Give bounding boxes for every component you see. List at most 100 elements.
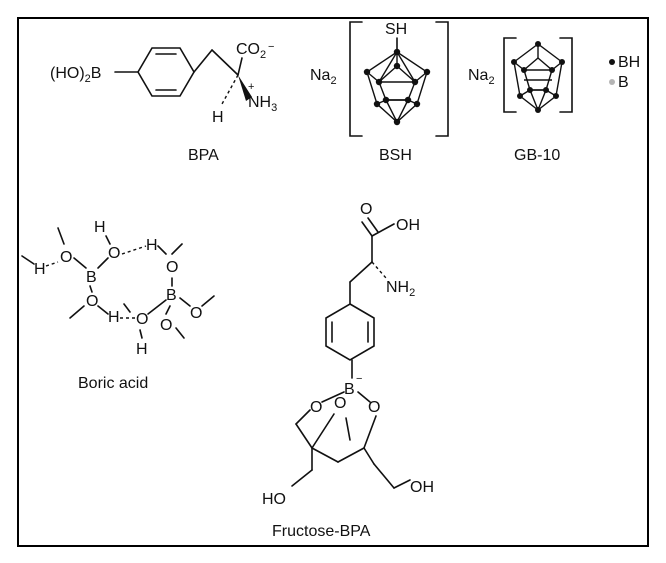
legend-b-dot <box>609 79 615 85</box>
fbpa-bond <box>321 391 345 403</box>
boric-o6: O <box>190 305 202 322</box>
bpa-co2-bond <box>237 57 243 76</box>
fbpa-bond <box>363 447 375 465</box>
boric-acid-structure: O H B O H H O O H O H B O O <box>21 219 215 358</box>
legend-bh-label: BH <box>618 54 640 71</box>
boric-bond <box>123 303 131 313</box>
boric-hbond <box>45 261 59 267</box>
boric-bond <box>201 295 215 307</box>
boric-o3: O <box>166 259 178 276</box>
bpa-ho2b-label: (HO)2B <box>50 65 101 85</box>
gb10-cage <box>513 43 563 111</box>
boric-h3: H <box>146 237 158 254</box>
fructose-bpa-structure: O OH NH2 B − O O O HO OH <box>262 201 434 508</box>
bpa-benzene-ring <box>137 47 195 97</box>
boric-bond <box>175 327 185 339</box>
boric-h4: H <box>108 309 120 326</box>
boric-hbond <box>121 245 147 255</box>
fbpa-bond <box>311 413 335 449</box>
boric-bond <box>139 329 143 339</box>
bsh-caption: BSH <box>379 147 412 164</box>
boric-acid-caption: Boric acid <box>78 375 148 392</box>
boric-bond <box>73 257 87 269</box>
boric-bond <box>105 235 111 245</box>
bpa-co2-label: CO2 <box>236 41 266 61</box>
fbpa-bond <box>373 463 395 489</box>
bpa-ch2-bond <box>193 49 213 73</box>
fbpa-ch2-bond <box>349 261 373 283</box>
vertex-legend: BH B <box>609 54 640 91</box>
bsh-sh-label: SH <box>385 21 407 38</box>
fbpa-c-oh-bond <box>371 223 395 237</box>
fbpa-b-label: B <box>344 381 355 398</box>
fbpa-bond <box>291 469 313 487</box>
boric-o4: O <box>86 293 98 310</box>
bpa-hash-bond <box>221 74 239 105</box>
gb10-bh-vertices <box>511 41 565 113</box>
fbpa-benzene-ring <box>325 303 375 361</box>
boric-bond <box>69 305 85 319</box>
fbpa-bond <box>393 479 411 489</box>
boric-bond <box>21 255 35 265</box>
boric-bond <box>97 305 109 315</box>
fbpa-co-double-2 <box>367 217 379 233</box>
fbpa-o-left: O <box>310 399 322 416</box>
fbpa-o-carbonyl: O <box>360 201 372 218</box>
boric-bond <box>89 285 93 293</box>
fbpa-oh-acid: OH <box>396 217 420 234</box>
legend-bh-dot <box>609 59 615 65</box>
boric-bond <box>97 257 109 269</box>
boric-o7: O <box>160 317 172 334</box>
bpa-wedge-bond <box>238 75 252 101</box>
boric-o1: O <box>60 249 72 266</box>
boric-b1: B <box>86 269 97 286</box>
fbpa-oh-label: OH <box>410 479 434 496</box>
bsh-bracket-left <box>349 21 363 137</box>
boric-h5: H <box>136 341 148 358</box>
bsh-bracket-right <box>435 21 449 137</box>
boric-bond <box>165 305 171 315</box>
bsh-icosahedron-cage <box>366 51 428 123</box>
fbpa-bond <box>363 415 377 449</box>
boric-b2: B <box>166 287 177 304</box>
bpa-alpha-bond <box>211 49 239 76</box>
gb10-structure: Na2 <box>468 37 573 113</box>
boric-o2: O <box>108 245 120 262</box>
boric-h1: H <box>34 261 46 278</box>
fructose-bpa-caption: Fructose-BPA <box>272 523 371 540</box>
fbpa-o-right: O <box>368 399 380 416</box>
fbpa-hash-bond <box>371 261 387 279</box>
bpa-nh3-label: NH3 <box>248 94 277 114</box>
fbpa-bond <box>295 409 311 425</box>
figure-border <box>17 17 649 547</box>
boric-h2: H <box>94 219 106 236</box>
bpa-nh3-charge: + <box>248 81 254 93</box>
fbpa-bond <box>337 447 365 463</box>
gb10-bracket-right <box>559 37 573 113</box>
fbpa-o-mid: O <box>334 395 346 412</box>
boric-bond <box>171 243 183 255</box>
bpa-co2-charge: − <box>268 41 274 53</box>
fbpa-co-double-1 <box>361 221 373 237</box>
fbpa-bond <box>345 417 351 441</box>
bpa-h-label: H <box>212 109 224 126</box>
fbpa-ho-label: HO <box>262 491 286 508</box>
fbpa-nh2-label: NH2 <box>386 279 415 299</box>
gb10-na2-label: Na2 <box>468 67 495 87</box>
boric-bond <box>179 297 191 307</box>
boric-bond <box>147 299 167 315</box>
bsh-na2-label: Na2 <box>310 67 337 87</box>
gb10-bracket-left <box>503 37 517 113</box>
fbpa-bond <box>295 423 313 449</box>
fbpa-bond <box>311 447 339 463</box>
bpa-caption: BPA <box>188 147 219 164</box>
fbpa-bond <box>357 391 371 403</box>
legend-b-label: B <box>618 74 629 91</box>
bsh-structure: Na2 SH <box>310 21 449 137</box>
gb10-caption: GB-10 <box>514 147 560 164</box>
fbpa-b-charge: − <box>356 373 362 385</box>
boric-bond <box>57 227 65 245</box>
bsh-bh-vertices <box>363 48 431 126</box>
